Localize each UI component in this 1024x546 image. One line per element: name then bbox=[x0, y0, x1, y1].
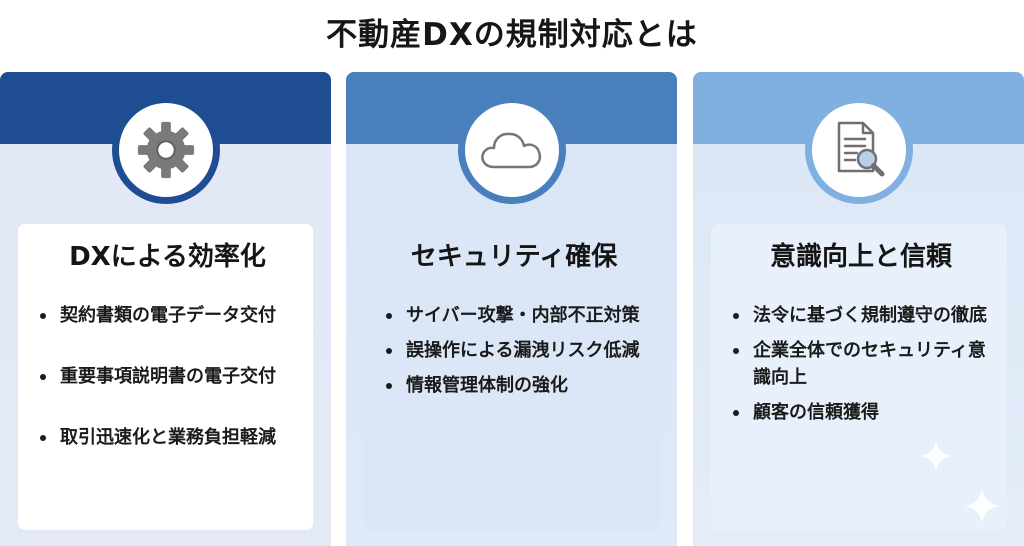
document-search-icon bbox=[837, 121, 884, 177]
list-item: 契約書類の電子データ交付 bbox=[36, 302, 299, 329]
card-heading: DXによる効率化 bbox=[69, 242, 266, 272]
icon-badge bbox=[457, 96, 566, 204]
list-item: 情報管理体制の強化 bbox=[382, 372, 646, 399]
icon-badge bbox=[111, 96, 220, 204]
list-item: 企業全体でのセキュリティ意識向上 bbox=[729, 337, 993, 391]
cloud-icon bbox=[480, 132, 541, 169]
sparkle-icon bbox=[964, 488, 1000, 524]
bullet-list: 法令に基づく規制遵守の徹底 企業全体でのセキュリティ意識向上 顧客の信頼獲得 bbox=[729, 302, 993, 426]
icon-badge bbox=[804, 96, 913, 204]
content-card: 意識向上と信頼 法令に基づく規制遵守の徹底 企業全体でのセキュリティ意識向上 顧… bbox=[711, 224, 1007, 530]
column-efficiency: DXによる効率化 契約書類の電子データ交付 重要事項説明書の電子交付 取引迅速化… bbox=[0, 72, 331, 546]
list-item: 顧客の信頼獲得 bbox=[729, 399, 993, 426]
card-heading: セキュリティ確保 bbox=[410, 242, 618, 272]
content-card: セキュリティ確保 サイバー攻撃・内部不正対策 誤操作による漏洩リスク低減 情報管… bbox=[364, 224, 660, 530]
bullet-list: サイバー攻撃・内部不正対策 誤操作による漏洩リスク低減 情報管理体制の強化 bbox=[382, 302, 646, 399]
list-item: 重要事項説明書の電子交付 bbox=[36, 363, 299, 390]
gear-icon bbox=[137, 121, 194, 179]
list-item: 法令に基づく規制遵守の徹底 bbox=[729, 302, 993, 329]
page-title: 不動産DXの規制対応とは bbox=[326, 17, 698, 53]
sparkle-icon bbox=[920, 440, 952, 472]
list-item: 取引迅速化と業務負担軽減 bbox=[36, 424, 299, 451]
list-item: サイバー攻撃・内部不正対策 bbox=[382, 302, 646, 329]
column-awareness: 意識向上と信頼 法令に基づく規制遵守の徹底 企業全体でのセキュリティ意識向上 顧… bbox=[693, 72, 1024, 546]
bullet-list: 契約書類の電子データ交付 重要事項説明書の電子交付 取引迅速化と業務負担軽減 bbox=[36, 302, 299, 451]
content-card: DXによる効率化 契約書類の電子データ交付 重要事項説明書の電子交付 取引迅速化… bbox=[18, 224, 313, 530]
column-security: セキュリティ確保 サイバー攻撃・内部不正対策 誤操作による漏洩リスク低減 情報管… bbox=[346, 72, 677, 546]
card-heading: 意識向上と信頼 bbox=[769, 242, 952, 272]
list-item: 誤操作による漏洩リスク低減 bbox=[382, 337, 646, 364]
